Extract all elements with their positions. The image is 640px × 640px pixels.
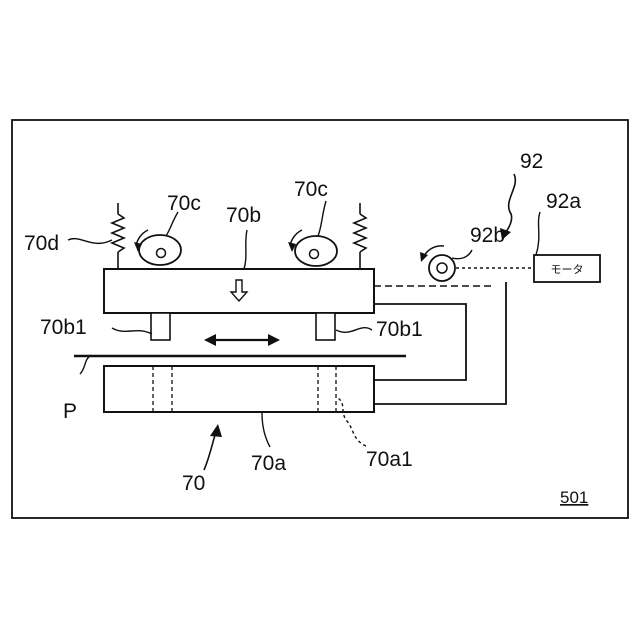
spring-left: [112, 203, 124, 269]
belt-lines: [374, 282, 506, 404]
pulley-92b: [429, 255, 455, 281]
label-70: 70: [182, 472, 205, 495]
figure-number: 501: [560, 488, 588, 507]
label-70b1-right: 70b1: [376, 318, 423, 341]
lower-member-70a: [104, 366, 374, 412]
label-92b: 92b: [470, 224, 505, 247]
cam-left: [139, 235, 181, 265]
pulley-rotation-arrowhead: [420, 252, 428, 262]
cam-right: [295, 236, 337, 266]
upper-foot-left: [151, 313, 170, 340]
label-70a1: 70a1: [366, 448, 413, 471]
device-70-pointer-arrow: [204, 424, 222, 470]
label-70b: 70b: [226, 204, 261, 227]
label-P: P: [63, 400, 77, 423]
label-70d: 70d: [24, 232, 59, 255]
double-arrow-icon: [204, 334, 280, 346]
label-70c-left: 70c: [167, 192, 201, 215]
motor-box-text: モータ: [551, 263, 584, 276]
label-70c-right: 70c: [294, 178, 328, 201]
label-70a: 70a: [251, 452, 286, 475]
label-92: 92: [520, 150, 543, 173]
label-70b1-left: 70b1: [40, 316, 87, 339]
upper-foot-right: [316, 313, 335, 340]
label-92a: 92a: [546, 190, 581, 213]
spring-right: [354, 203, 366, 269]
